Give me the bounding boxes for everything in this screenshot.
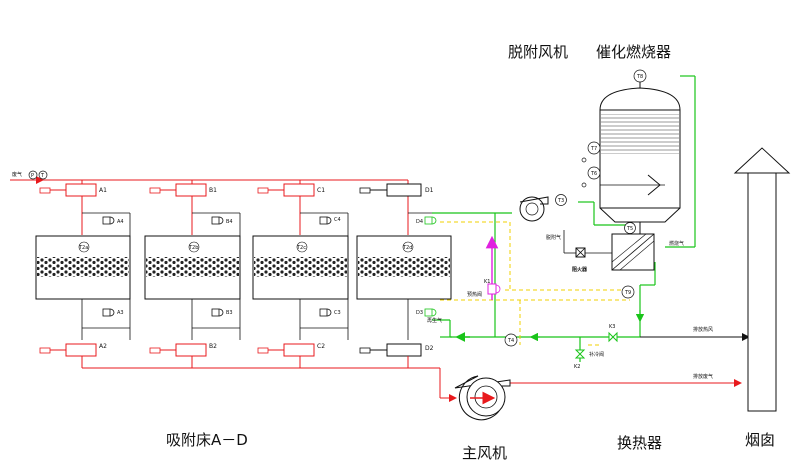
valve-k3[interactable] bbox=[608, 331, 618, 343]
waste-gas-in-label: 废气 bbox=[12, 171, 22, 178]
svg-text:T2b: T2b bbox=[188, 245, 198, 251]
valve-b4[interactable]: B4 bbox=[211, 216, 233, 225]
t3-sensor bbox=[555, 194, 567, 206]
svg-text:A1: A1 bbox=[99, 187, 107, 194]
signal-lines bbox=[440, 221, 630, 346]
inlet-risers bbox=[81, 180, 409, 235]
adsorption-bed-b: T2b bbox=[144, 235, 241, 300]
svg-text:A4: A4 bbox=[117, 219, 124, 225]
t6-sensor bbox=[587, 166, 601, 180]
svg-text:A2: A2 bbox=[99, 343, 107, 350]
preheat-valve-label: 预热阀 bbox=[467, 291, 482, 298]
bottom-valve-c2[interactable]: C2 bbox=[257, 343, 325, 357]
inlet-t-label: T bbox=[40, 173, 45, 179]
svg-text:B1: B1 bbox=[209, 187, 217, 194]
k3-label: K3 bbox=[609, 324, 615, 330]
combustion-gas-label: 燃烧气 bbox=[669, 240, 684, 247]
svg-text:B4: B4 bbox=[226, 219, 233, 225]
desorption-gas-label: 脱附气 bbox=[546, 234, 561, 241]
desorption-fan-title: 脱附风机 bbox=[508, 43, 568, 61]
bottom-valve-a2[interactable]: A2 bbox=[39, 343, 107, 357]
svg-text:C4: C4 bbox=[334, 217, 341, 223]
valve-c3[interactable]: C3 bbox=[319, 308, 341, 317]
svg-text:T3: T3 bbox=[557, 198, 564, 204]
valve-k2[interactable] bbox=[574, 349, 586, 359]
chimney bbox=[733, 147, 791, 412]
svg-text:A3: A3 bbox=[117, 310, 124, 316]
main-fan-title: 主风机 bbox=[462, 444, 507, 462]
svg-text:D2: D2 bbox=[425, 345, 434, 352]
main-fan bbox=[454, 375, 511, 421]
exhaust-hot-air-label: 排放热风 bbox=[693, 326, 713, 333]
top-valve-d1[interactable]: D1 bbox=[359, 183, 434, 197]
heater-terminal-icon bbox=[581, 182, 587, 188]
adsorption-beds-title: 吸附床A－D bbox=[166, 431, 248, 449]
svg-text:T4: T4 bbox=[507, 338, 514, 344]
fire-arrester bbox=[563, 230, 612, 258]
valve-a4[interactable]: A4 bbox=[102, 216, 124, 225]
exhaust-waste-gas-label: 排放废气 bbox=[693, 373, 713, 380]
svg-text:D4: D4 bbox=[416, 219, 423, 225]
t9-sensor bbox=[621, 285, 635, 299]
adsorption-bed-d: T2d bbox=[356, 235, 452, 300]
heat-exchanger-title: 换热器 bbox=[617, 434, 662, 452]
catalytic-burner-title: 催化燃烧器 bbox=[596, 43, 671, 61]
bottom-black-pipes bbox=[81, 299, 409, 340]
outlet-collector bbox=[81, 356, 742, 402]
svg-text:C1: C1 bbox=[317, 187, 325, 194]
k1-label: K1 bbox=[484, 279, 490, 285]
bottom-valve-d2[interactable]: D2 bbox=[359, 343, 434, 357]
temperature-sensor-icon bbox=[38, 170, 48, 180]
top-valve-b1[interactable]: B1 bbox=[149, 183, 217, 197]
valve-b3[interactable]: B3 bbox=[211, 308, 233, 317]
top-valve-c1[interactable]: C1 bbox=[257, 183, 325, 197]
svg-text:T8: T8 bbox=[636, 74, 643, 80]
svg-text:T2c: T2c bbox=[296, 245, 306, 251]
valve-c4[interactable]: C4 bbox=[319, 216, 341, 225]
regen-lines bbox=[432, 75, 696, 362]
makeup-cold-valve-label: 补冷阀 bbox=[589, 351, 604, 358]
valve-d4[interactable]: D4 bbox=[416, 216, 437, 225]
svg-text:C2: C2 bbox=[317, 343, 325, 350]
svg-text:T9: T9 bbox=[624, 290, 631, 296]
catalytic-burner bbox=[599, 76, 681, 234]
valve-a3[interactable]: A3 bbox=[102, 308, 124, 317]
preheat-line bbox=[485, 235, 501, 300]
t7-sensor bbox=[587, 141, 601, 155]
pressure-sensor-icon bbox=[28, 170, 38, 180]
bottom-valve-b2[interactable]: B2 bbox=[149, 343, 217, 357]
heater-terminal-icon bbox=[581, 157, 587, 163]
svg-text:D3: D3 bbox=[416, 310, 423, 316]
svg-text:B2: B2 bbox=[209, 343, 217, 350]
t8-sensor bbox=[633, 69, 647, 83]
svg-text:B3: B3 bbox=[226, 310, 233, 316]
valve-d3[interactable]: D3 bbox=[416, 308, 437, 317]
svg-text:C3: C3 bbox=[334, 310, 341, 316]
inlet-p-label: P bbox=[31, 173, 34, 179]
regen-gas-label: 再生气 bbox=[427, 317, 442, 324]
adsorption-bed-a: T2a bbox=[35, 235, 131, 300]
k2-label: K2 bbox=[574, 364, 580, 370]
desorption-fan bbox=[519, 196, 549, 222]
svg-text:T2a: T2a bbox=[78, 245, 88, 251]
waste-gas-inlet: 废气 P T bbox=[10, 170, 408, 184]
fire-arrester-label: 阻火器 bbox=[572, 266, 588, 273]
top-valve-a1[interactable]: A1 bbox=[39, 183, 107, 197]
adsorption-bed-c: T2c bbox=[252, 235, 349, 300]
t4-sensor bbox=[504, 333, 518, 347]
svg-text:T6: T6 bbox=[590, 171, 597, 177]
svg-text:T2d: T2d bbox=[402, 245, 412, 251]
svg-text:T7: T7 bbox=[590, 146, 597, 152]
svg-text:T5: T5 bbox=[626, 226, 633, 232]
heat-exchanger bbox=[611, 233, 655, 271]
svg-text:D1: D1 bbox=[425, 187, 434, 194]
chimney-title: 烟囱 bbox=[745, 431, 775, 449]
